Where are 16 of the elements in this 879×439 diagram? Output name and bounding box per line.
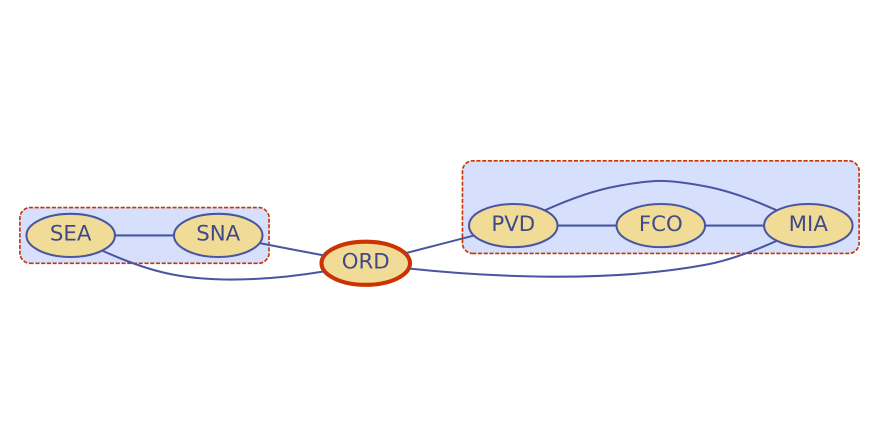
node-ellipse: FCO (616, 202, 706, 248)
connector (259, 242, 324, 257)
connector (408, 240, 778, 278)
node-ellipse: SNA (172, 212, 264, 258)
connector (405, 234, 474, 254)
connector (558, 224, 616, 227)
node-ellipse: PVD (468, 202, 559, 248)
connector (115, 234, 174, 236)
connector (102, 250, 324, 281)
node-ellipse: SEA (25, 212, 116, 258)
cluster (19, 206, 270, 264)
connector (705, 224, 764, 227)
connector (544, 180, 778, 212)
cluster (462, 160, 860, 254)
node-ellipse: MIA (763, 202, 854, 248)
node-ellipse: ORD (319, 240, 412, 287)
